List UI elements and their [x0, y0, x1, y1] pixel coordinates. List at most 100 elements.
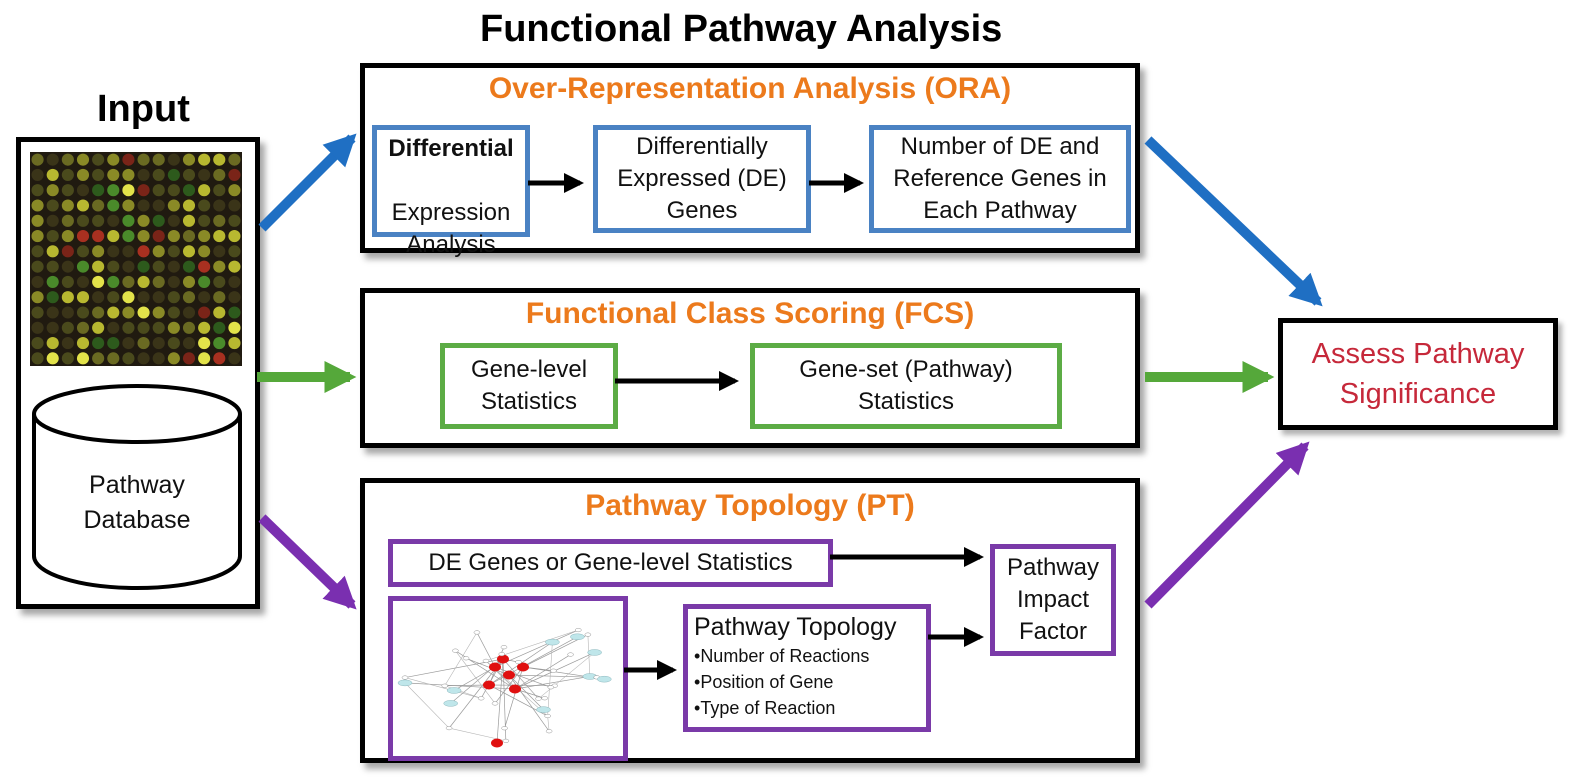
- microarray-spot: [182, 153, 196, 166]
- network-edge: [453, 666, 496, 691]
- microarray-spot: [198, 352, 211, 365]
- microarray-spot: [92, 291, 105, 304]
- microarray-spot: [76, 184, 90, 197]
- network-edge: [538, 651, 595, 699]
- microarray-spot: [167, 275, 180, 288]
- network-node: [473, 629, 481, 634]
- microarray-spot: [107, 275, 120, 288]
- network-node: [397, 679, 413, 686]
- network-node: [509, 684, 521, 693]
- microarray-spot: [213, 291, 226, 304]
- network-node: [445, 725, 453, 730]
- microarray-spot: [152, 184, 165, 197]
- pt-panel: Pathway Topology (PT) DE Genes or Gene-l…: [360, 478, 1140, 763]
- microarray-spot: [182, 291, 196, 304]
- microarray-spot: [92, 321, 105, 334]
- microarray-spot: [122, 214, 135, 227]
- microarray-spot: [182, 337, 196, 350]
- network-node: [501, 725, 508, 730]
- network-edge: [444, 631, 478, 686]
- microarray-spot: [198, 260, 211, 273]
- pt-box-de-genes: DE Genes or Gene-level Statistics: [388, 539, 833, 587]
- microarray-spot: [137, 230, 150, 243]
- microarray-spot: [152, 153, 165, 166]
- fcs-box2-text: Gene-set (Pathway) Statistics: [799, 356, 1013, 415]
- output-text: Assess Pathway Significance: [1311, 338, 1525, 410]
- network-edge: [404, 676, 482, 699]
- microarray-spot: [31, 245, 44, 258]
- microarray-spot: [122, 352, 135, 365]
- microarray-spot: [46, 168, 59, 181]
- network-edge: [508, 674, 597, 678]
- pt-box-de-text: DE Genes or Gene-level Statistics: [428, 549, 793, 576]
- microarray-spot: [198, 199, 211, 212]
- microarray-spot: [122, 168, 135, 181]
- microarray-spot: [122, 291, 135, 304]
- microarray-spot: [228, 321, 241, 334]
- microarray-spot: [213, 168, 226, 181]
- microarray-spot: [122, 321, 135, 334]
- network-node: [441, 683, 448, 688]
- microarray-spot: [31, 337, 44, 350]
- network-node: [584, 632, 592, 637]
- microarray-spot: [61, 199, 74, 212]
- microarray-spot: [46, 214, 59, 227]
- microarray-spot: [122, 337, 135, 350]
- arrow-input-to-pt: [258, 514, 357, 610]
- microarray-spot: [182, 275, 196, 288]
- microarray-spot: [76, 168, 90, 181]
- network-edge: [504, 666, 524, 728]
- microarray-spot: [46, 184, 59, 197]
- topology-item: Type of Reaction: [694, 695, 869, 721]
- microarray-spot: [167, 184, 180, 197]
- microarray-spot: [152, 168, 165, 181]
- microarray-spot: [228, 275, 241, 288]
- pt-impact-text: Pathway Impact Factor: [1006, 554, 1100, 645]
- microarray-spot: [61, 306, 74, 319]
- microarray-spot: [182, 245, 196, 258]
- ora-box1-rest: Expression Analysis: [391, 199, 511, 258]
- microarray-spot: [198, 306, 211, 319]
- microarray-spot: [213, 199, 226, 212]
- network-edge: [514, 675, 590, 689]
- microarray-spot: [61, 230, 74, 243]
- microarray-spot: [137, 199, 150, 212]
- microarray-spot: [137, 337, 150, 350]
- microarray-spot: [228, 291, 241, 304]
- microarray-spot: [61, 337, 74, 350]
- microarray-spot: [137, 275, 150, 288]
- microarray-spot: [31, 153, 44, 166]
- network-edge: [522, 633, 589, 667]
- microarray-spot: [107, 337, 120, 350]
- microarray-spot: [31, 199, 44, 212]
- pt-topology-list: Number of Reactions Position of Gene Typ…: [694, 643, 869, 721]
- pathway-network-graph: [397, 627, 612, 747]
- ora-box2-text: Differentially Expressed (DE) Genes: [617, 133, 787, 224]
- microarray-spot: [152, 199, 165, 212]
- network-node: [482, 658, 490, 663]
- microarray-spot: [137, 245, 150, 258]
- microarray-spot: [213, 275, 226, 288]
- network-node: [541, 695, 548, 700]
- microarray-spot: [228, 168, 241, 181]
- microarray-spot: [76, 337, 90, 350]
- microarray-spot: [107, 321, 120, 334]
- fcs-box-gene-set: Gene-set (Pathway) Statistics: [750, 343, 1062, 429]
- microarray-spot: [213, 352, 226, 365]
- microarray-spot: [76, 275, 90, 288]
- microarray-spot: [76, 245, 90, 258]
- microarray-spot: [152, 245, 165, 258]
- microarray-spot: [198, 291, 211, 304]
- network-node: [491, 700, 499, 705]
- microarray-spot: [167, 153, 180, 166]
- network-node: [483, 680, 495, 689]
- network-node: [502, 738, 510, 743]
- microarray-spot: [182, 260, 196, 273]
- network-node: [587, 648, 602, 656]
- microarray-spot: [137, 184, 150, 197]
- microarray-spot: [31, 168, 44, 181]
- microarray-spot: [228, 199, 241, 212]
- microarray-spot: [198, 321, 211, 334]
- microarray-spot: [76, 260, 90, 273]
